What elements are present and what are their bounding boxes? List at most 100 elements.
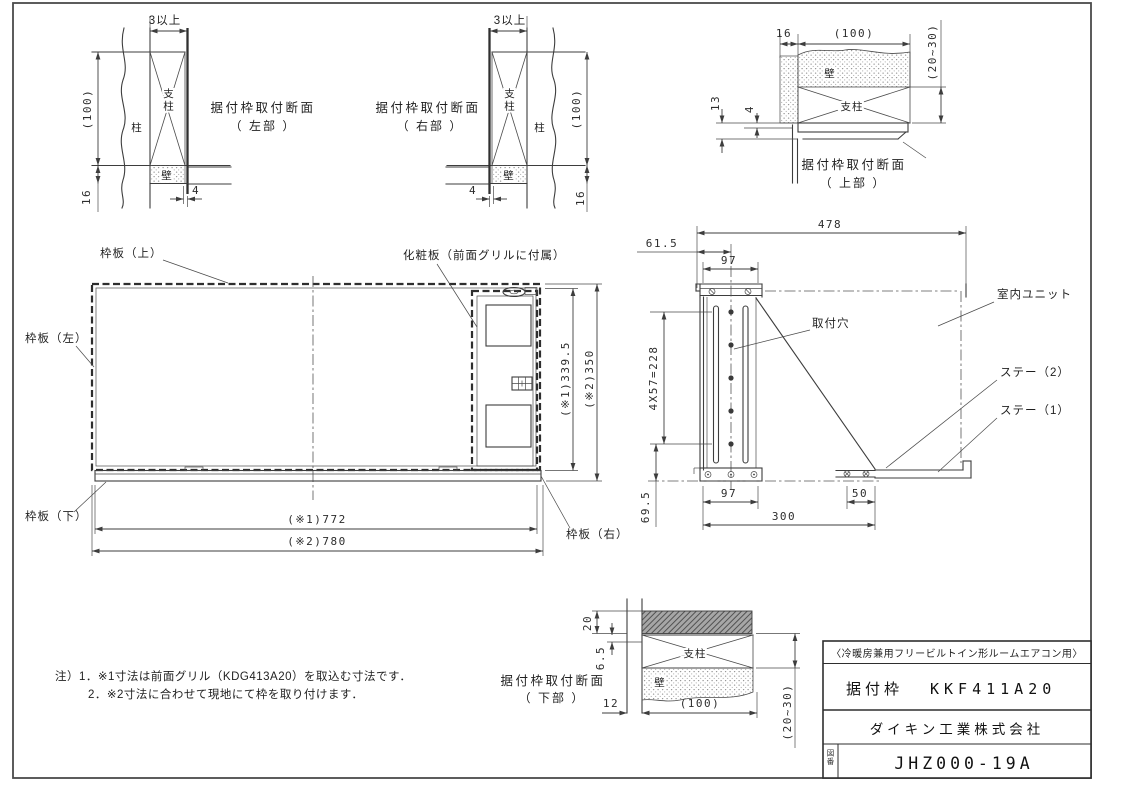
dim-16-left: 16	[80, 189, 93, 205]
dim-772: (※1)772	[287, 513, 346, 526]
dim-depth-top: (20~30)	[926, 24, 939, 81]
title-block-usage: 〈冷暖房兼用フリービルトイン形ルームエアコン用〉	[831, 647, 1083, 660]
section-left-subtitle: （ 左部 ）	[230, 118, 297, 133]
sheet-border	[12, 2, 1092, 779]
dim-4x57: 4X57=228	[647, 346, 660, 411]
stud-label-bottom: 支柱	[684, 647, 707, 660]
label-frame-left: 枠板（左）	[25, 331, 88, 345]
wall-label-left: 壁	[161, 169, 173, 182]
dim-100-right: (100)	[570, 89, 583, 130]
section-top-subtitle: （ 上部 ）	[820, 175, 887, 190]
side-view: 478 61.5 97	[637, 218, 1072, 530]
wall-label-right: 壁	[503, 169, 515, 182]
dim-97-bottom: 97	[721, 487, 737, 500]
dim-100-top: (100)	[834, 27, 875, 40]
bottom-bracket	[693, 467, 763, 482]
frame-outline	[90, 282, 542, 472]
pillar-label-left: 柱	[131, 121, 143, 134]
wall-hatch	[641, 667, 754, 702]
section-detail-right: 3以上 (100) 16 4 柱 支柱 壁 据付枠取付断面 （ 右部 ）	[375, 14, 590, 212]
title-block-part-name: 据付枠	[846, 681, 903, 698]
dim-100-left: (100)	[81, 89, 94, 130]
stay-assembly	[835, 460, 972, 479]
label-mount-hole: 取付穴	[812, 316, 850, 330]
mount-hole	[728, 342, 734, 348]
section-detail-top: 16 (100) (20~30) 4 13 壁 支柱 据付枠取付断面 （ 上部 …	[709, 20, 946, 190]
dim-12: 12	[603, 697, 619, 710]
dim-16-right: 16	[574, 190, 587, 206]
stud-label-right: 支柱	[503, 88, 515, 113]
dim-gap-left: 3以上	[149, 14, 181, 27]
title-block: 〈冷暖房兼用フリービルトイン形ルームエアコン用〉 据付枠 KKF411A20 ダ…	[822, 640, 1092, 779]
frame-plate-section	[641, 610, 753, 634]
dim-20: 20	[581, 615, 594, 631]
pillar-break-edge	[551, 27, 557, 209]
mount-hole	[728, 309, 734, 315]
mount-hole	[728, 375, 734, 381]
label-stay1: ステー（1）	[1000, 404, 1070, 417]
dim-100-bottom: (100)	[680, 697, 721, 710]
dim-4-right: 4	[469, 184, 477, 197]
pillar-break-edge	[120, 27, 126, 209]
dim-4-top: 4	[743, 105, 756, 113]
dim-339: (※1)339.5	[559, 341, 572, 417]
dim-300: 300	[772, 510, 796, 523]
dim-4-left: 4	[192, 184, 200, 197]
section-detail-bottom: 20 6.5 12 (100) (20~30) 支柱 壁 据付枠取付断面 （ 下…	[500, 598, 800, 748]
note-line-1: 注）1．※1寸法は前面グリル（KDG413A20）を取込む寸法です．	[55, 669, 412, 683]
pillar-label-right: 柱	[534, 121, 546, 134]
front-view: (※1)339.5 (※2)350 (※1)772 (※2)780 枠板（上） …	[25, 246, 629, 556]
dim-69-5: 69.5	[639, 491, 652, 524]
section-top-title: 据付枠取付断面	[801, 157, 906, 172]
dim-50: 50	[852, 487, 868, 500]
stay2-diagonal	[755, 297, 876, 470]
dim-gap-right: 3以上	[494, 14, 526, 27]
frame-plate-section	[797, 122, 909, 133]
section-detail-left: 3以上 (100) 16 4 柱 支柱 壁 据付枠取付断面 （ 左部 ）	[80, 14, 315, 212]
label-frame-top: 枠板（上）	[100, 246, 163, 260]
label-stay2: ステー（2）	[1000, 366, 1070, 379]
screw-hole-icon	[502, 286, 538, 298]
dim-depth-bottom: (20~30)	[781, 684, 794, 741]
title-block-company: ダイキン工業株式会社	[870, 722, 1045, 737]
dim-6-5: 6.5	[594, 646, 607, 670]
dim-61-5: 61.5	[646, 237, 679, 250]
section-right-subtitle: （ 右部 ）	[397, 118, 464, 133]
bottom-plate	[94, 466, 542, 482]
terminal-grid-icon	[511, 376, 533, 391]
section-right-title: 据付枠取付断面	[375, 100, 480, 115]
label-deco-panel: 化粧板（前面グリルに付属）	[403, 248, 566, 262]
mount-hole	[728, 408, 734, 414]
top-bracket	[695, 283, 763, 298]
frame-plate-side	[699, 266, 757, 490]
section-bottom-subtitle: （ 下部 ）	[519, 690, 586, 705]
label-indoor-unit: 室内ユニット	[997, 287, 1072, 301]
wall-hatch	[797, 49, 911, 88]
wall-label-bottom: 壁	[654, 676, 666, 689]
slot-left	[712, 305, 720, 464]
label-frame-right: 枠板（右）	[566, 527, 629, 541]
title-block-drawing-no: JHZ000-19A	[894, 754, 1033, 773]
dim-16-top: 16	[776, 27, 792, 40]
dim-13-top: 13	[709, 95, 722, 111]
stud-label-left: 支柱	[162, 88, 174, 113]
dim-350: (※2)350	[583, 349, 596, 408]
label-frame-bottom: 枠板（下）	[25, 509, 88, 523]
note-line-2: 2．※2寸法に合わせて現地にて枠を取り付けます．	[88, 687, 363, 701]
title-block-drawing-no-label: 図番	[826, 749, 835, 767]
panel-cutout-upper	[485, 304, 532, 347]
section-bottom-title: 据付枠取付断面	[500, 673, 605, 688]
slot-right	[742, 305, 749, 464]
section-left-title: 据付枠取付断面	[210, 100, 315, 115]
dim-478: 478	[818, 218, 842, 231]
stud-label-top: 支柱	[841, 100, 864, 113]
wall-label-top: 壁	[824, 67, 836, 80]
deco-panel-outline	[470, 289, 539, 472]
notes: 注）1．※1寸法は前面グリル（KDG413A20）を取込む寸法です． 2．※2寸…	[55, 669, 412, 701]
panel-cutout-lower	[485, 404, 532, 448]
title-block-model: KKF411A20	[930, 680, 1056, 698]
dim-780: (※2)780	[287, 535, 346, 548]
mount-hole	[728, 441, 734, 447]
